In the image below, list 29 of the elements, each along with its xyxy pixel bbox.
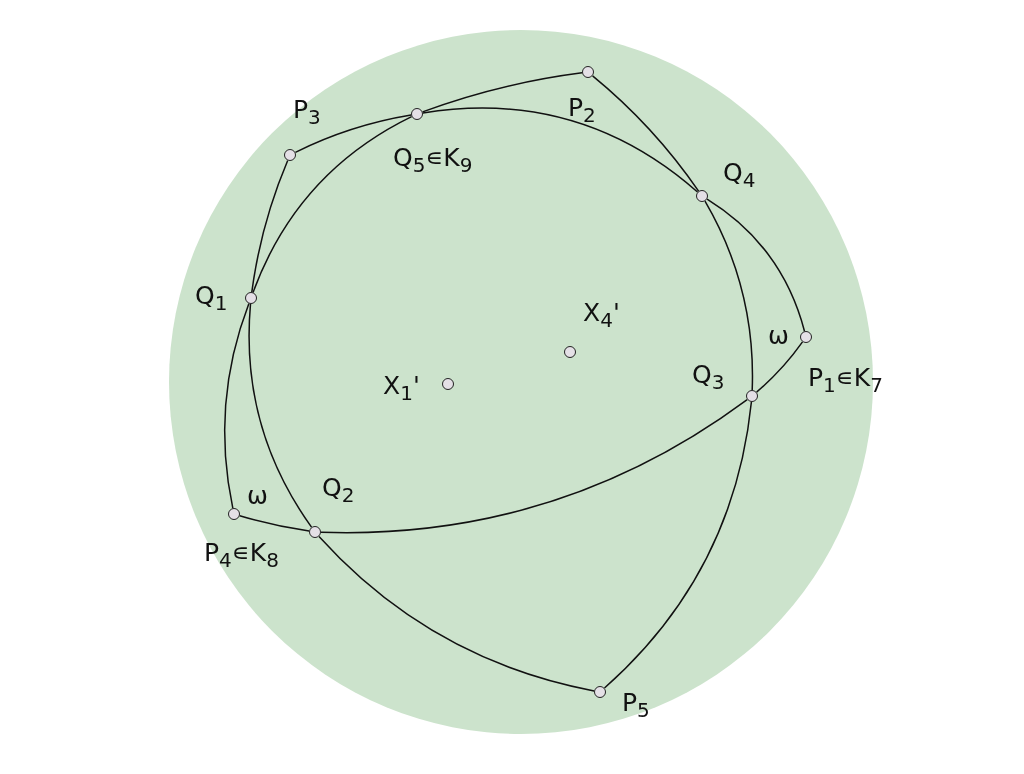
- arc-line: [248, 303, 313, 528]
- arc-line: [422, 107, 699, 193]
- point-label: Q$_{3}$: [692, 362, 725, 392]
- arc-line: [591, 75, 700, 192]
- angle-label: ω: [247, 483, 268, 508]
- arc-line: [755, 341, 804, 393]
- arc-line: [320, 398, 748, 534]
- point-label: Q$_{1}$: [195, 283, 228, 313]
- arc-line: [421, 72, 583, 113]
- arc-line: [704, 200, 754, 391]
- point-label: P$_{4}$∊K$_{8}$: [204, 540, 279, 570]
- arc-line: [318, 535, 595, 692]
- point-label: P$_{3}$: [293, 97, 321, 127]
- point-label: P$_{5}$: [622, 690, 650, 720]
- arc-line: [294, 114, 412, 154]
- point-label: P$_{1}$∊K$_{7}$: [808, 365, 883, 395]
- point-label: Q$_{5}$∊K$_{9}$: [393, 145, 473, 175]
- arc-line: [603, 401, 753, 689]
- arc-line: [706, 198, 806, 332]
- arc-line: [251, 159, 289, 293]
- arc-line: [223, 302, 250, 509]
- point-label: Q$_{4}$: [723, 160, 756, 190]
- point-label: P$_{2}$: [568, 95, 596, 125]
- point-label: Q$_{2}$: [322, 475, 355, 505]
- arc-line: [238, 514, 310, 532]
- arc-line: [252, 115, 413, 294]
- point-label: X$_{1}$': [383, 373, 420, 403]
- angle-label: ω: [768, 323, 789, 348]
- point-label: X$_{4}$': [583, 300, 620, 330]
